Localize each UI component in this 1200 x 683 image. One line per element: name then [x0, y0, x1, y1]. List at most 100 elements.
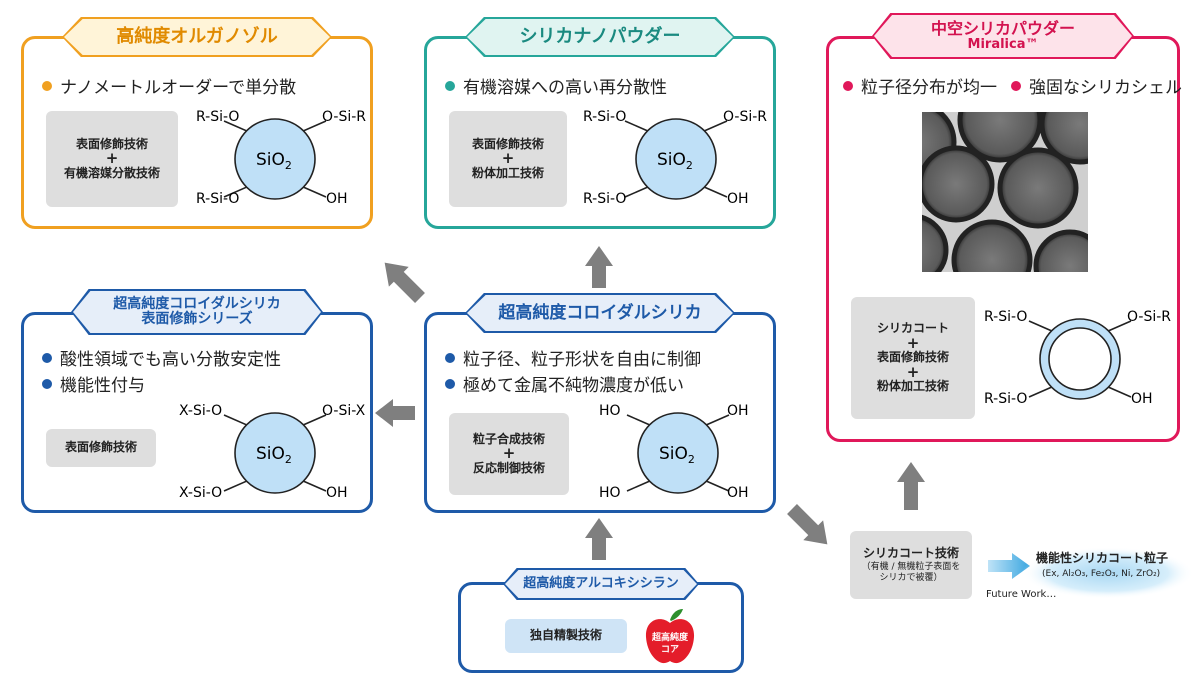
- colloidal-silica-tech: 粒子合成技術 + 反応制御技術: [449, 413, 569, 495]
- bullet-dot: [445, 378, 455, 389]
- mol-label-bottom-right: OH: [326, 191, 348, 207]
- organosol-bullet-text: ナノメートルオーダーで単分散: [60, 78, 297, 98]
- surface-series-tech: 表面修飾技術: [46, 429, 156, 467]
- sio2-label: SiO2: [256, 444, 292, 466]
- surface-series-title-frame: 超高純度コロイダルシリカ 表面修飾シリーズ: [71, 289, 323, 335]
- nanopowder-tech: 表面修飾技術 + 粉体加工技術: [449, 111, 567, 207]
- bullet-dot: [445, 80, 455, 91]
- arrow-up-to-hollow-silica: [897, 462, 925, 510]
- mol-label-bottom-left: R-Si-O: [984, 391, 1027, 407]
- surface-series-molecule: X-Si-O O-Si-X X-Si-O OH SiO2: [176, 393, 371, 517]
- nanopowder-bullet-text: 有機溶媒への高い再分散性: [463, 78, 667, 98]
- colloidal-silica-title: 超高純度コロイダルシリカ: [498, 302, 702, 323]
- mol-label-top-right: O-Si-R: [723, 109, 767, 125]
- hollow-silica-bullet-text: 粒子径分布が均一: [861, 78, 997, 98]
- colloidal-silica-box: 超高純度コロイダルシリカ 粒子径、粒子形状を自由に制御 極めて金属不純物濃度が低…: [424, 293, 776, 513]
- colloidal-silica-bullet-text: 粒子径、粒子形状を自由に制御: [463, 350, 701, 370]
- surface-series-bullet-1: 酸性領域でも高い分散安定性: [42, 345, 281, 370]
- sio2-label: SiO2: [256, 150, 292, 172]
- hollow-silica-title: 中空シリカパウダー: [930, 19, 1075, 39]
- hollow-silica-tech: シリカコート + 表面修飾技術 + 粉体加工技術: [851, 297, 975, 419]
- surface-series-box: 超高純度コロイダルシリカ 表面修飾シリーズ 酸性領域でも高い分散安定性 機能性付…: [21, 289, 373, 513]
- hollow-silica-bullet-1: 粒子径分布が均一: [843, 73, 997, 98]
- surface-series-bullet-text: 機能性付与: [60, 376, 145, 396]
- tech-plus: +: [906, 362, 920, 381]
- bullet-dot: [42, 378, 52, 389]
- mol-label-top-left: R-Si-O: [196, 109, 239, 125]
- organosol-title: 高純度オルガノゾル: [116, 26, 278, 48]
- hollow-silica-bullet-2: 強固なシリカシェル: [1011, 73, 1182, 98]
- colloidal-silica-title-frame: 超高純度コロイダルシリカ: [465, 293, 735, 333]
- hollow-silica-molecule: R-Si-O O-Si-R R-Si-O OH: [981, 299, 1176, 423]
- tech-line: 表面修飾技術: [876, 350, 949, 365]
- organosol-bullet: ナノメートルオーダーで単分散: [42, 73, 296, 98]
- mol-label-bottom-right: OH: [326, 485, 348, 501]
- surface-series-bullet-text: 酸性領域でも高い分散安定性: [60, 350, 281, 370]
- nanopowder-molecule: R-Si-O O-Si-R R-Si-O OH SiO2: [577, 99, 772, 223]
- mol-label-bottom-right: OH: [727, 191, 749, 207]
- alkoxysilane-title: 超高純度アルコキシシラン: [523, 575, 679, 591]
- silica-coat-note: シリカで被覆）: [879, 572, 943, 583]
- mol-label-bottom-right: OH: [1131, 391, 1153, 407]
- tech-line: 反応制御技術: [472, 460, 545, 475]
- arrow-left-to-surface-series: [375, 399, 415, 427]
- mol-label-bottom-left: X-Si-O: [179, 485, 222, 501]
- tech-line: 粒子合成技術: [472, 431, 545, 446]
- colloidal-silica-bullet-1: 粒子径、粒子形状を自由に制御: [445, 345, 701, 370]
- future-title: 機能性シリカコート粒子: [1036, 551, 1169, 565]
- apple-label-2: コア: [661, 644, 679, 655]
- organosol-title-frame: 高純度オルガノゾル: [62, 17, 332, 57]
- mol-label-top-left: R-Si-O: [583, 109, 626, 125]
- bullet-dot: [42, 352, 52, 363]
- silica-coat-tech-box: シリカコート技術 （有機 / 無機粒子表面を シリカで被覆）: [850, 531, 972, 599]
- colloidal-silica-molecule: HO OH HO OH SiO2: [579, 393, 774, 517]
- mol-label-top-left: R-Si-O: [984, 309, 1027, 325]
- tech-line: シリカコート: [876, 321, 949, 336]
- tech-plus: +: [105, 149, 119, 168]
- tech-line: 粉体加工技術: [876, 379, 949, 394]
- arrow-up-from-alkoxysilane: [585, 518, 613, 560]
- bullet-dot: [1011, 80, 1021, 91]
- mol-label-top-left: HO: [599, 403, 621, 419]
- alkoxysilane-box: 超高純度アルコキシシラン 独自精製技術 超高純度 コア: [458, 568, 744, 673]
- tech-line: 表面修飾技術: [64, 440, 137, 455]
- tech-plus: +: [502, 444, 516, 463]
- mol-label-bottom-left: R-Si-O: [583, 191, 626, 207]
- surface-series-title-1: 超高純度コロイダルシリカ: [113, 295, 281, 312]
- mol-label-top-right: O-Si-R: [322, 109, 366, 125]
- bullet-dot: [445, 352, 455, 363]
- tech-plus: +: [501, 149, 515, 168]
- surface-series-title-2: 表面修飾シリーズ: [141, 311, 253, 327]
- alkoxysilane-title-frame: 超高純度アルコキシシラン: [503, 568, 699, 600]
- tech-plus: +: [906, 333, 920, 352]
- nanopowder-bullet: 有機溶媒への高い再分散性: [445, 73, 667, 98]
- future-work-label: Future Work…: [986, 589, 1057, 600]
- nanopowder-title-frame: シリカナノパウダー: [465, 17, 735, 57]
- mol-label-top-right: OH: [727, 403, 749, 419]
- bullet-dot: [843, 80, 853, 91]
- silica-coat-note: （有機 / 無機粒子表面を: [861, 562, 961, 572]
- colloidal-silica-bullet-2: 極めて金属不純物濃度が低い: [445, 371, 684, 396]
- bullet-dot: [42, 80, 52, 91]
- nanopowder-title: シリカナノパウダー: [519, 26, 681, 48]
- sio2-label: SiO2: [657, 150, 693, 172]
- hollow-silica-bullet-text: 強固なシリカシェル: [1029, 78, 1182, 98]
- hollow-silica-box: 中空シリカパウダー Miralica™ 粒子径分布が均一 強固なシリカシェル シ…: [826, 13, 1182, 442]
- tech-line: 粉体加工技術: [471, 165, 544, 180]
- mol-label-bottom-right: OH: [727, 485, 749, 501]
- tech-line: 有機溶媒分散技術: [63, 165, 160, 180]
- mol-label-top-right: O-Si-X: [322, 403, 366, 419]
- mol-label-bottom-left: R-Si-O: [196, 191, 239, 207]
- organosol-box: 高純度オルガノゾル ナノメートルオーダーで単分散 表面修飾技術 + 有機溶媒分散…: [21, 17, 373, 229]
- colloidal-silica-bullet-text: 極めて金属不純物濃度が低い: [463, 376, 684, 396]
- mol-label-top-left: X-Si-O: [179, 403, 222, 419]
- hollow-silica-brand: Miralica™: [967, 36, 1039, 52]
- organosol-tech: 表面修飾技術 + 有機溶媒分散技術: [46, 111, 178, 207]
- apple-label-1: 超高純度: [651, 631, 689, 643]
- silica-coat-title: シリカコート技術: [862, 546, 959, 561]
- arrow-diagonal-to-organosol: [384, 262, 425, 303]
- arrow-right-to-future: [988, 553, 1030, 579]
- surface-series-bullet-2: 機能性付与: [42, 371, 145, 396]
- mol-label-top-right: O-Si-R: [1127, 309, 1171, 325]
- future-formula: (Ex, Al₂O₃, Fe₂O₃, Ni, ZrO₂): [1042, 569, 1161, 579]
